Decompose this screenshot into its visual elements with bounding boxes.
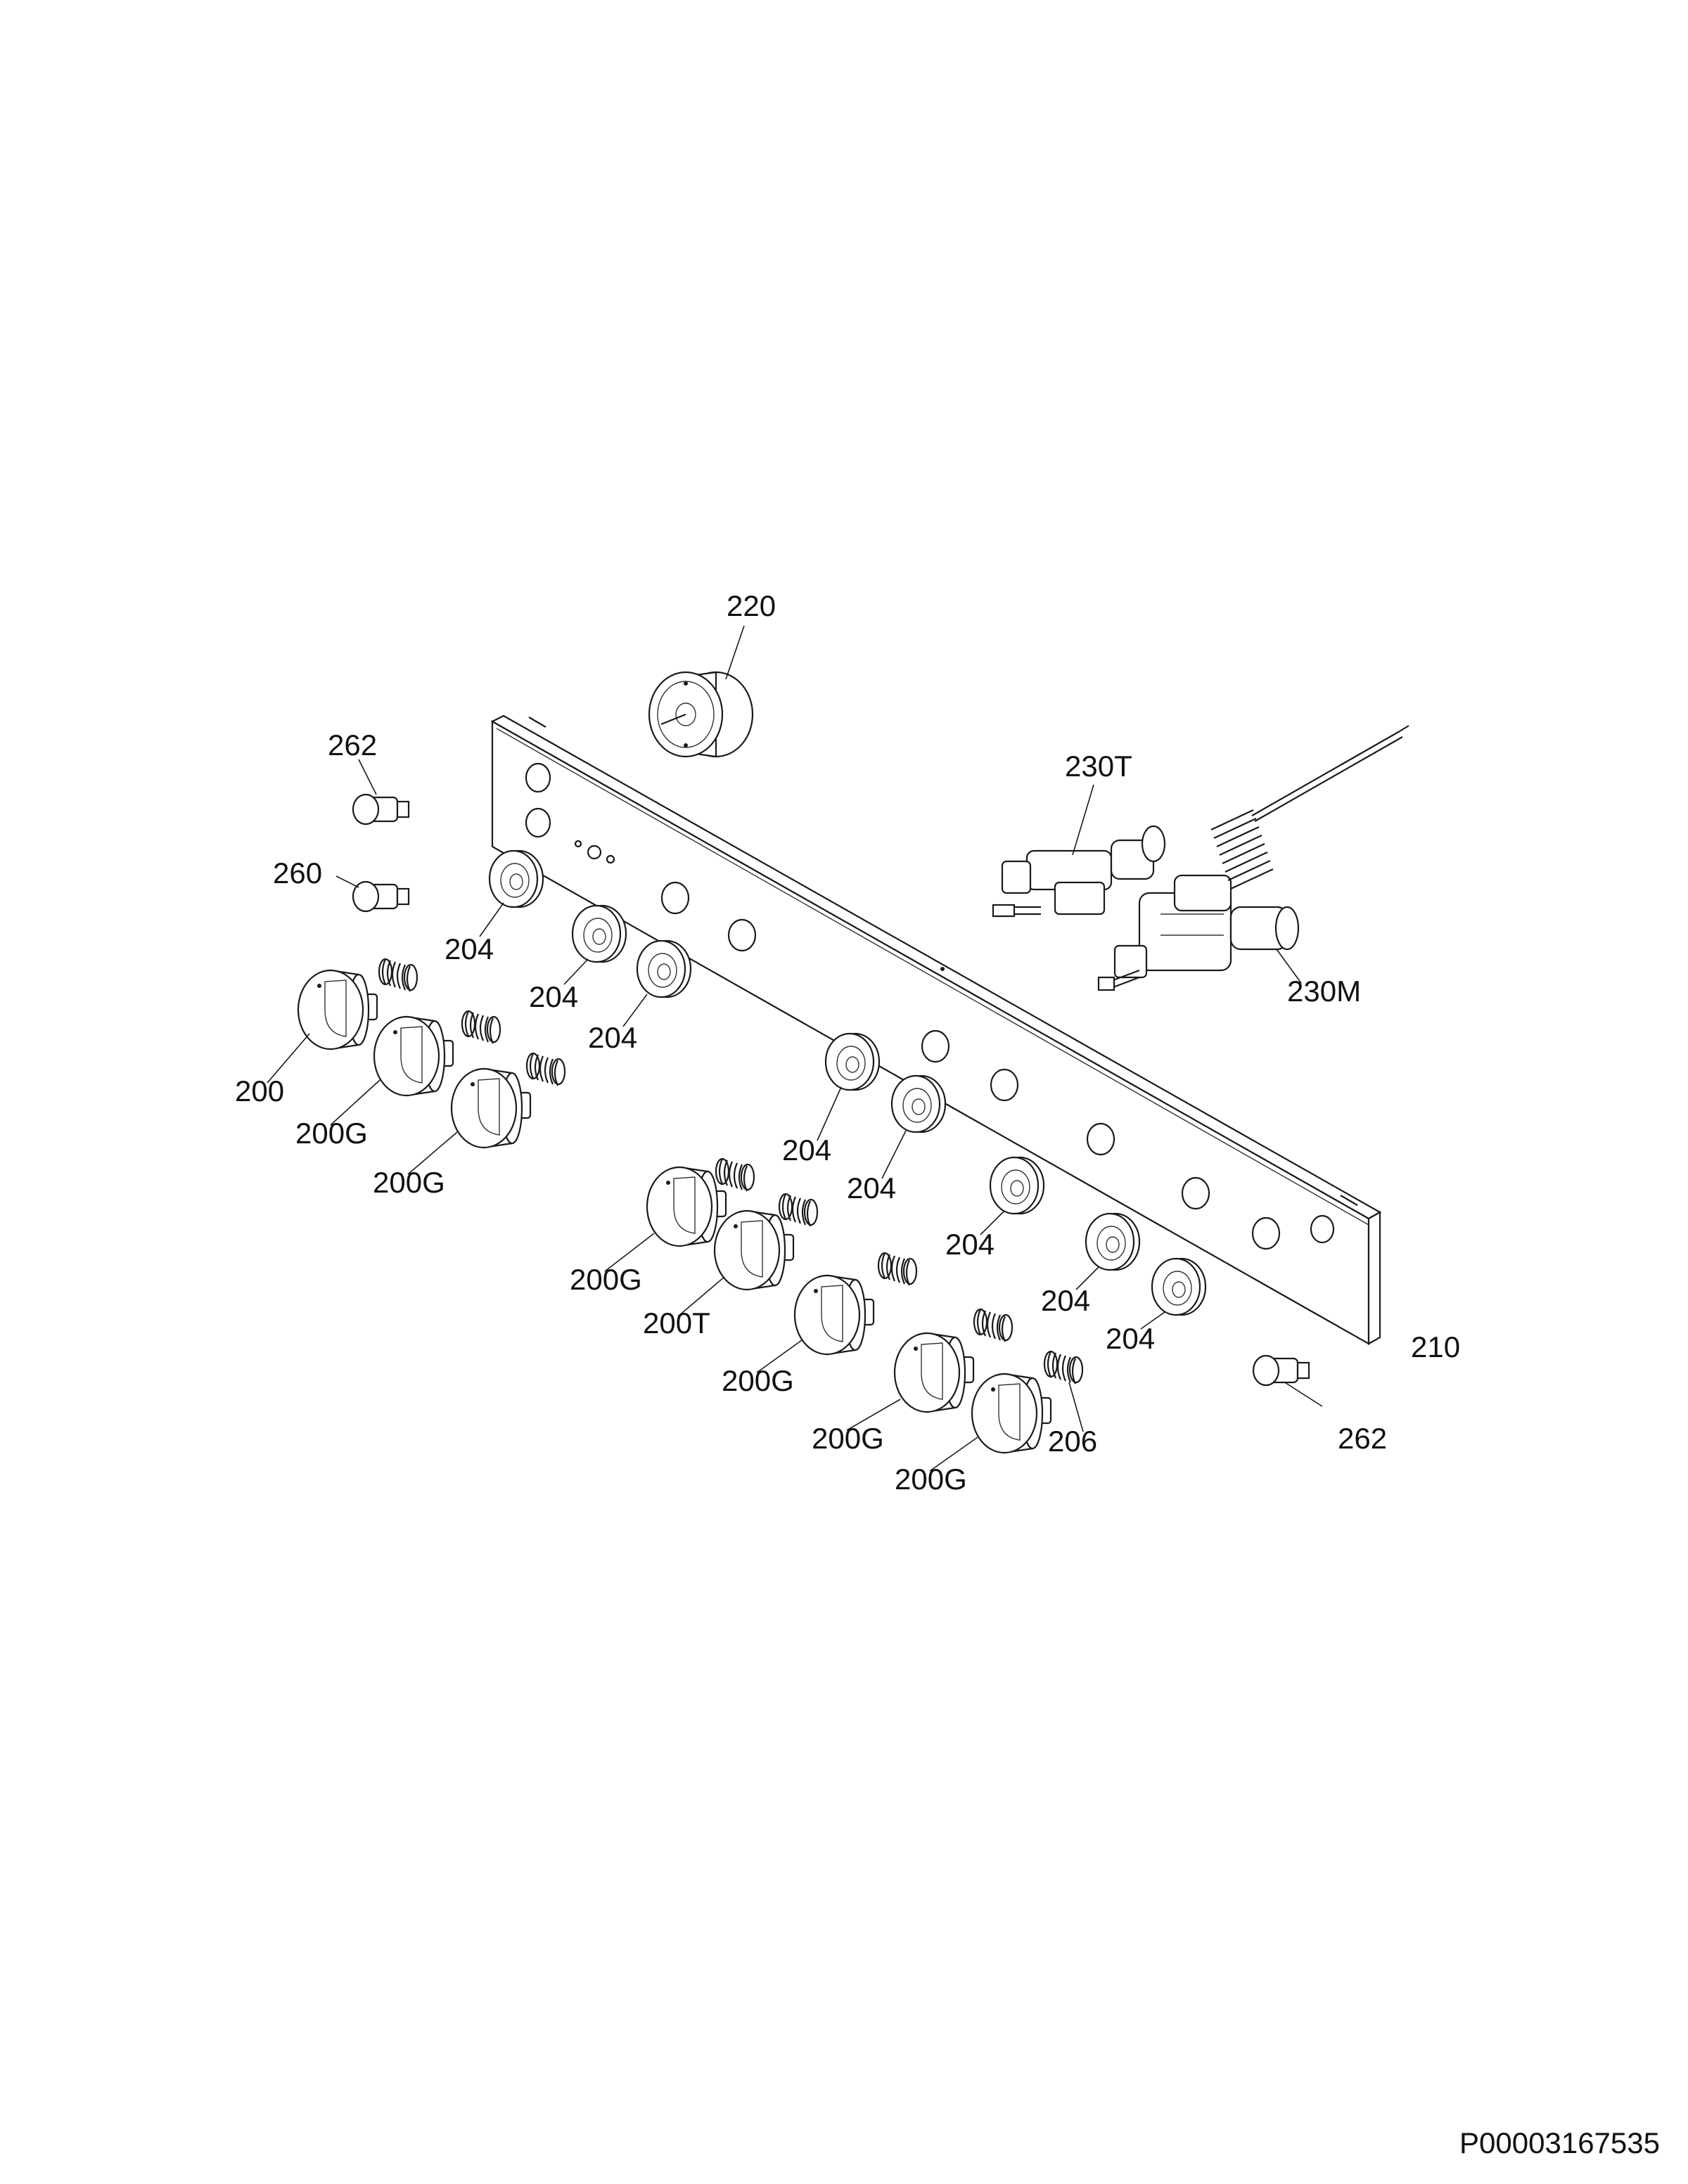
leader-line-1	[267, 1033, 310, 1084]
spring-8	[1043, 1350, 1084, 1385]
label-knob-3: 200G	[373, 1166, 445, 1199]
label-valve-main: 230M	[1287, 975, 1361, 1008]
timer-part	[648, 625, 754, 758]
leader-line-7	[846, 1399, 901, 1431]
spring-1	[378, 958, 418, 992]
leader-lines	[267, 902, 1165, 1472]
leader-line-17	[1068, 1382, 1084, 1432]
leader-line-14	[980, 1210, 1005, 1235]
leader-line-2	[330, 1079, 381, 1126]
label-ring-5: 204	[847, 1171, 896, 1205]
bezel-ring-6	[989, 1156, 1045, 1215]
label-knob-6: 200G	[722, 1364, 794, 1397]
springs	[378, 958, 1084, 1385]
control-knob-3	[450, 1067, 532, 1149]
control-knob-4	[646, 1166, 727, 1247]
bezel-rings	[488, 849, 1207, 1316]
bezel-ring-1	[488, 849, 544, 908]
label-ring-2: 204	[529, 980, 578, 1013]
label-ring-4: 204	[782, 1133, 831, 1167]
spring-3	[525, 1052, 566, 1086]
bezel-ring-5	[890, 1074, 947, 1133]
spring-6	[877, 1252, 918, 1286]
leader-line-11	[622, 994, 648, 1027]
control-knob-5	[713, 1209, 795, 1291]
label-spring: 206	[1048, 1425, 1097, 1458]
label-timer: 220	[727, 589, 776, 622]
spring-4	[715, 1157, 755, 1192]
control-knobs	[297, 969, 1052, 1454]
label-indicator-bottom: 262	[1338, 1422, 1387, 1455]
label-indicator-top: 262	[328, 728, 377, 762]
label-panel: 210	[1411, 1330, 1460, 1363]
label-knob-1: 200	[235, 1074, 284, 1107]
control-knob-1	[297, 969, 378, 1051]
label-valve-thermo: 230T	[1065, 750, 1132, 783]
label-knob-4: 200G	[570, 1263, 642, 1296]
leader-line-6	[756, 1340, 803, 1373]
label-knob-5: 200T	[643, 1306, 710, 1340]
control-knob-7	[893, 1332, 975, 1413]
leader-line-8	[929, 1437, 978, 1472]
leader-line-12	[817, 1086, 842, 1141]
document-id: P00003167535	[1459, 2126, 1660, 2159]
indicator-lamp-mid	[335, 875, 410, 913]
spring-7	[973, 1308, 1014, 1342]
leader-line-3	[407, 1131, 458, 1175]
control-knob-8	[971, 1373, 1052, 1454]
valve-main-part	[1097, 725, 1409, 991]
control-knob-2	[373, 1015, 454, 1097]
part-labels: 220 262 260 230T 230M 210 262 206 200 20…	[235, 589, 1460, 1496]
label-ring-7: 204	[1041, 1284, 1090, 1317]
label-knob-2: 200G	[295, 1117, 368, 1150]
bezel-ring-4	[824, 1032, 881, 1091]
bezel-ring-7	[1085, 1212, 1141, 1271]
control-knob-6	[793, 1274, 875, 1356]
label-knob-8: 200G	[895, 1463, 967, 1496]
bezel-ring-2	[571, 904, 627, 963]
leader-line-10	[563, 958, 589, 985]
spring-2	[461, 1010, 501, 1044]
bezel-ring-3	[636, 939, 692, 998]
label-knob-7: 200G	[812, 1422, 884, 1455]
leader-line-5	[677, 1276, 725, 1317]
leader-line-4	[604, 1233, 655, 1272]
label-ring-3: 204	[588, 1021, 637, 1054]
label-indicator-mid: 260	[273, 856, 322, 889]
bezel-ring-8	[1151, 1257, 1207, 1316]
spring-5	[778, 1193, 819, 1227]
label-ring-1: 204	[445, 932, 494, 965]
label-ring-8: 204	[1106, 1322, 1155, 1355]
leader-line-13	[881, 1130, 907, 1179]
leader-line-15	[1075, 1266, 1099, 1290]
valve-thermo-part	[992, 784, 1166, 918]
indicator-lamp-bottom	[1252, 1354, 1323, 1407]
label-ring-6: 204	[945, 1228, 995, 1261]
indicator-lamp-top	[352, 759, 410, 826]
leader-line-16	[1140, 1311, 1165, 1330]
control-panel	[490, 714, 1382, 1345]
leader-line-9	[479, 902, 504, 937]
